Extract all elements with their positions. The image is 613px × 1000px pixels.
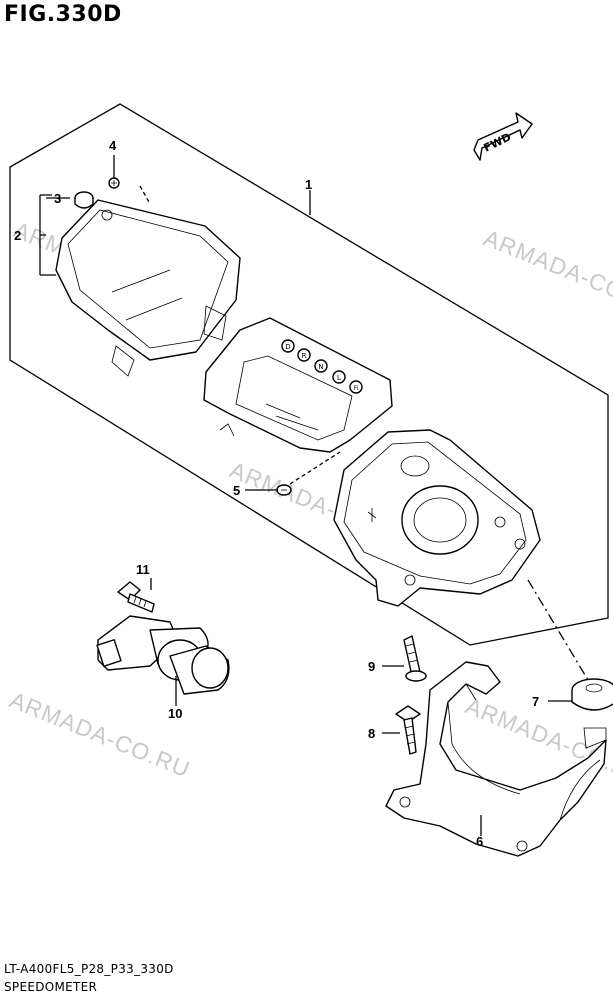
callout-9: 9 (368, 659, 375, 674)
panel-screw (276, 484, 292, 496)
callout-11: 11 (136, 562, 150, 577)
speed-sensor (96, 615, 230, 695)
meter-cover (55, 199, 241, 377)
led-indicator-r (297, 348, 311, 362)
led-indicator-d-label: D (285, 343, 290, 351)
led-indicator-n (314, 359, 328, 373)
callout-4: 4 (109, 138, 117, 153)
callout-1: 1 (305, 177, 312, 192)
callout-2: 2 (14, 228, 21, 243)
led-indicator-l (332, 370, 346, 384)
sensor-bolt (117, 581, 155, 613)
callout-10: 10 (168, 706, 182, 721)
led-indicator-d (281, 339, 295, 353)
rubber-grommet (571, 678, 613, 711)
led-indicator-n-label: N (318, 363, 323, 371)
callout-6: 6 (476, 834, 483, 849)
watermark-2: ARMADA-CO.RU (480, 225, 613, 321)
led-indicator-r-label: R (302, 352, 307, 360)
led-indicator-l-label: L (337, 374, 341, 382)
led-indicator-fi-label: Fi (354, 385, 359, 392)
callout-labels: 1 2 3 4 5 6 7 8 9 10 11 (14, 138, 539, 849)
callout-7: 7 (532, 694, 539, 709)
fwd-arrow-icon: FWD (473, 112, 533, 161)
figure-title: FIG.330D (4, 2, 122, 27)
meter-case (333, 429, 541, 607)
meter-bracket (385, 661, 607, 857)
callout-5: 5 (233, 483, 240, 498)
drawing-code: LT-A400FL5_P28_P33_330D (4, 962, 174, 976)
assembly-outline (9, 103, 609, 646)
tapping-screw (403, 635, 427, 682)
callout-8: 8 (368, 726, 375, 741)
parts-diagram: ARMADA-CO.RU ARMADA-CO.RU ARMADA-CO.RU A… (6, 103, 613, 857)
drawing-name: SPEEDOMETER (4, 980, 98, 994)
lcd-panel (203, 317, 393, 453)
cover-screw (108, 177, 120, 189)
callout-3: 3 (54, 191, 61, 206)
watermark-4: ARMADA-CO.RU (6, 687, 194, 783)
leader-lines (39, 155, 589, 836)
led-indicator-group: D R N L Fi (281, 339, 363, 394)
bracket-bolt (395, 705, 421, 755)
led-indicator-fi (349, 380, 363, 394)
rubber-cap (74, 191, 94, 209)
